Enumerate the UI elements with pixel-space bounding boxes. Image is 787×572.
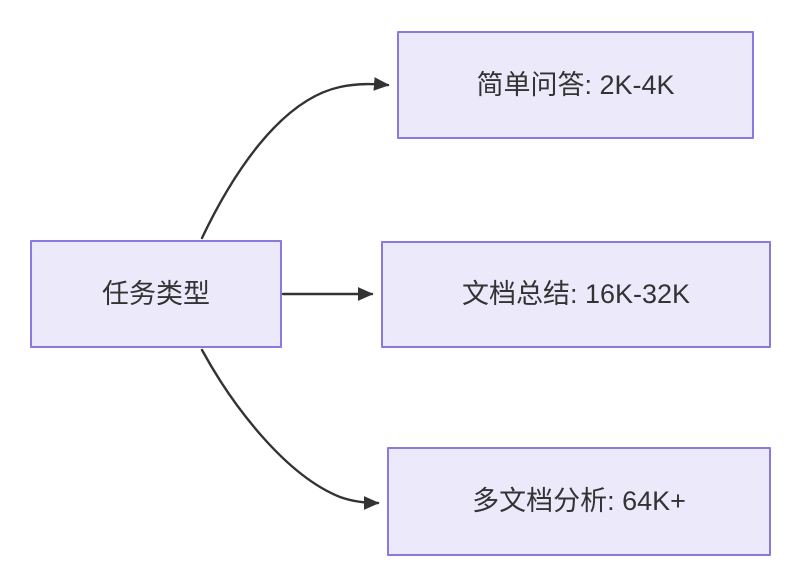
edge-root-to-simple-qa (200, 77, 390, 240)
node-doc-summary[interactable]: 文档总结: 16K-32K (381, 241, 771, 348)
node-doc-summary-label: 文档总结: 16K-32K (461, 279, 691, 310)
node-simple-qa-label: 简单问答: 2K-4K (476, 69, 675, 100)
edge-root-to-multi-doc (200, 348, 380, 510)
node-multi-doc-label: 多文档分析: 64K+ (472, 486, 686, 517)
node-task-type[interactable]: 任务类型 (30, 240, 282, 348)
node-simple-qa[interactable]: 简单问答: 2K-4K (397, 31, 754, 139)
node-task-type-label: 任务类型 (102, 278, 210, 309)
node-multi-doc[interactable]: 多文档分析: 64K+ (387, 447, 771, 556)
